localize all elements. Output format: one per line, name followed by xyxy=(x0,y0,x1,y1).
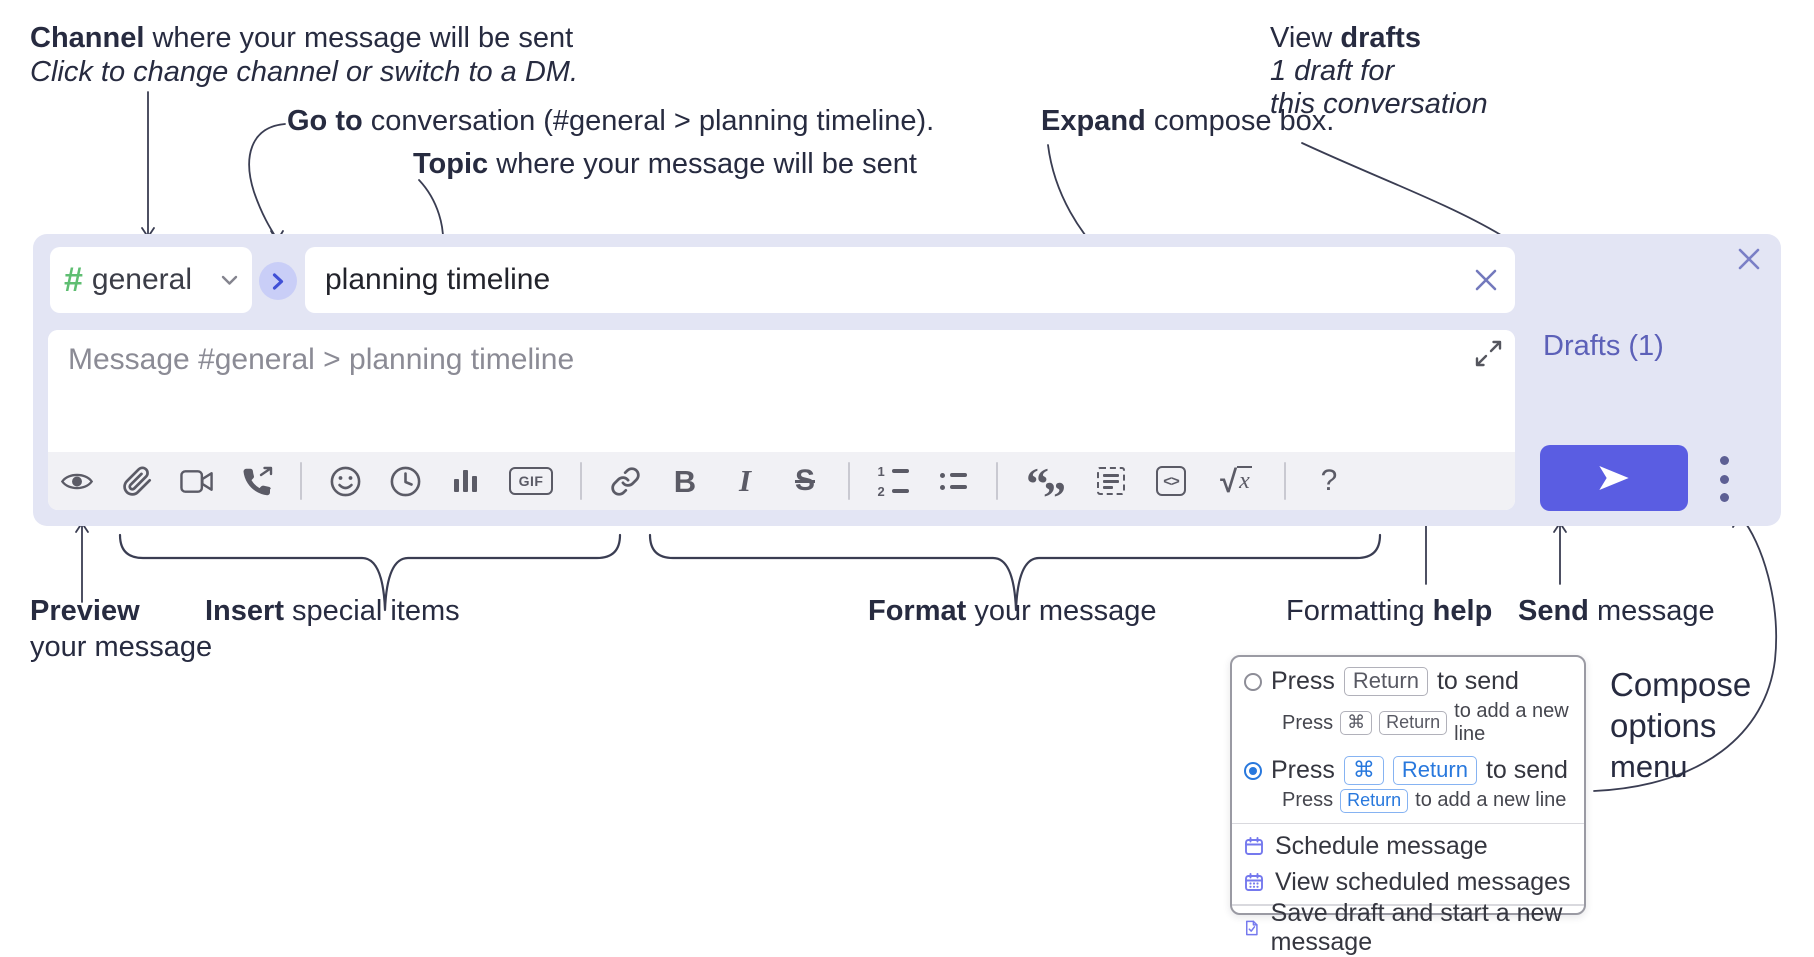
go-to-conversation-button[interactable] xyxy=(259,262,297,300)
option-text: to send xyxy=(1436,667,1519,695)
compose-options-menu: Press Return to send Press ⌘ Return to a… xyxy=(1230,655,1586,956)
menu-item-schedule-message[interactable]: Schedule message xyxy=(1244,828,1584,864)
menu-item-save-draft[interactable]: Save draft and start a new message xyxy=(1244,899,1584,956)
compose-toolbar: GIF B I S 1 2 xyxy=(48,452,1515,510)
attach-file-icon[interactable] xyxy=(120,461,154,501)
option-text: Press xyxy=(1271,756,1335,784)
close-compose-icon[interactable] xyxy=(1735,245,1763,278)
bulleted-list-icon[interactable] xyxy=(936,461,970,501)
video-call-icon[interactable] xyxy=(180,461,214,501)
audio-call-icon[interactable] xyxy=(240,461,274,501)
emoji-icon[interactable] xyxy=(328,461,362,501)
italic-icon[interactable]: I xyxy=(738,463,752,498)
calendar-grid-icon xyxy=(1245,873,1263,892)
annotation-channel: Channel where your message will be sent xyxy=(30,22,574,54)
numbered-list-icon[interactable]: 1 2 xyxy=(876,461,910,501)
menu-option-sub: Press ⌘ Return to add a new line xyxy=(1282,700,1569,745)
link-icon[interactable] xyxy=(608,461,642,501)
channel-name: general xyxy=(91,263,192,296)
code-icon[interactable]: <> xyxy=(1154,461,1188,501)
bold-icon[interactable]: B xyxy=(673,463,697,499)
clear-topic-icon[interactable] xyxy=(1473,267,1499,293)
poll-icon[interactable] xyxy=(448,461,482,501)
toolbar-divider xyxy=(300,462,302,500)
toolbar-divider xyxy=(996,462,998,500)
send-button[interactable] xyxy=(1540,445,1688,511)
channel-hash-icon: # xyxy=(64,260,83,299)
channel-selector[interactable]: # general xyxy=(50,247,252,313)
strikethrough-icon[interactable]: S xyxy=(794,464,815,497)
annotation-formatting-help: Formatting help xyxy=(1286,595,1493,627)
menu-option-return-to-send[interactable]: Press Return to send xyxy=(1244,667,1584,696)
send-plane-icon xyxy=(1599,466,1629,490)
annotation-channel-sub: Click to change channel or switch to a D… xyxy=(30,56,579,88)
math-icon[interactable]: √x xyxy=(1220,463,1252,499)
annotation-insert: Insert special items xyxy=(205,595,460,627)
option-text: Press xyxy=(1271,667,1335,695)
annotation-topic: Topic where your message will be sent xyxy=(413,148,917,180)
radio-unselected-icon[interactable] xyxy=(1244,672,1262,691)
message-box: GIF B I S 1 2 xyxy=(48,330,1515,510)
spoiler-icon[interactable] xyxy=(1094,461,1128,501)
compose-options-kebab-icon[interactable] xyxy=(1714,456,1734,502)
annotation-expand: Expand compose box. xyxy=(1041,105,1335,137)
preview-icon[interactable] xyxy=(60,461,94,501)
compose-box-panel: # general xyxy=(33,234,1781,526)
calendar-icon xyxy=(1245,837,1263,856)
kbd-return: Return xyxy=(1340,789,1409,813)
annotation-view-drafts-3: this conversation xyxy=(1270,88,1488,120)
menu-option-sub: Press Return to add a new line xyxy=(1282,789,1567,813)
menu-item-view-scheduled[interactable]: View scheduled messages xyxy=(1244,864,1584,900)
goto-arrow xyxy=(248,123,286,242)
annotation-preview: Preview xyxy=(30,595,140,627)
topic-input[interactable] xyxy=(305,263,1473,297)
toolbar-divider xyxy=(580,462,582,500)
send-arrow xyxy=(1553,522,1567,585)
menu-option-cmd-return-to-send[interactable]: Press ⌘ Return to send xyxy=(1244,756,1584,785)
annotation-compose-options: Compose options menu xyxy=(1610,666,1752,784)
kbd-return: Return xyxy=(1343,667,1428,696)
radio-selected-icon[interactable] xyxy=(1244,761,1262,780)
annotation-view-drafts: View drafts xyxy=(1270,22,1421,54)
option-text: to send xyxy=(1485,756,1568,784)
kbd-return: Return xyxy=(1379,711,1448,735)
message-input[interactable] xyxy=(48,330,1515,452)
annotation-preview-2: your message xyxy=(30,631,213,663)
quote-icon[interactable]: “” xyxy=(1026,458,1066,511)
expand-compose-icon[interactable] xyxy=(1475,340,1502,372)
toolbar-divider xyxy=(1284,462,1286,500)
chevron-down-icon xyxy=(221,275,238,285)
chevron-right-icon xyxy=(272,272,284,290)
preview-arrow xyxy=(75,522,89,603)
kbd-cmd: ⌘ xyxy=(1343,756,1384,785)
menu-divider xyxy=(1232,822,1584,825)
drafts-link[interactable]: Drafts (1) xyxy=(1543,330,1664,362)
annotation-send-message: Send message xyxy=(1518,595,1715,627)
annotation-goto: Go to conversation (#general > planning … xyxy=(287,105,935,137)
toolbar-divider xyxy=(848,462,850,500)
annotation-view-drafts-2: 1 draft for xyxy=(1270,55,1395,87)
menu-divider xyxy=(1232,904,1584,906)
message-formatting-help-icon[interactable]: ? xyxy=(1320,464,1338,497)
kbd-cmd: ⌘ xyxy=(1340,711,1373,735)
topic-input-box xyxy=(305,247,1515,313)
channel-arrow xyxy=(141,91,155,238)
draft-document-icon xyxy=(1245,920,1258,935)
annotation-format: Format your message xyxy=(868,595,1157,627)
kbd-return: Return xyxy=(1392,756,1477,785)
global-time-icon[interactable] xyxy=(388,461,422,501)
gif-icon[interactable]: GIF xyxy=(508,461,554,501)
